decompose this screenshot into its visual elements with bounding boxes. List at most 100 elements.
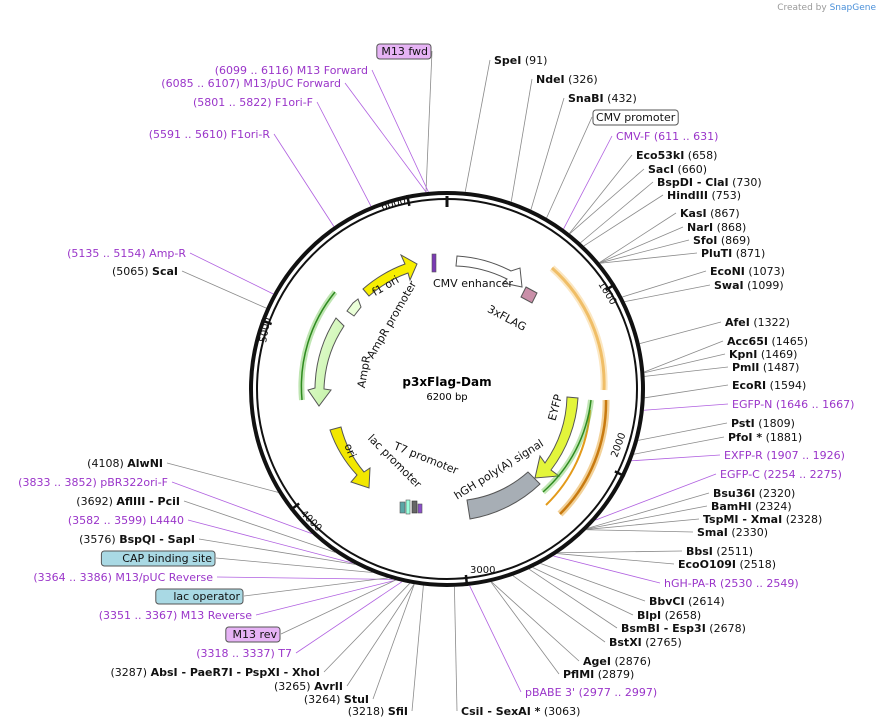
cmv-enhancer-feature[interactable] [455, 255, 523, 288]
site-label-left[interactable]: (6099 .. 6116) M13 Forward [215, 64, 368, 77]
site-label-right[interactable]: EGFP-N (1646 .. 1667) [732, 398, 854, 411]
site-label-right[interactable]: PflMI (2879) [563, 668, 634, 681]
site-label-left[interactable]: (3287) AbsI - PaeR7I - PspXI - XhoI [111, 666, 320, 679]
site-label-right[interactable]: hGH-PA-R (2530 .. 2549) [664, 577, 799, 590]
site-label-left[interactable]: (6085 .. 6107) M13/pUC Forward [161, 77, 341, 90]
ampr-promoter-feature[interactable] [346, 298, 362, 317]
svg-text:(3265) AvrII: (3265) AvrII [274, 680, 343, 693]
leader-line [166, 462, 279, 493]
leader-line [599, 252, 698, 264]
site-label-right[interactable]: BamHI (2324) [711, 500, 792, 513]
site-label-left[interactable]: (3582 .. 3599) L4440 [68, 514, 184, 527]
svg-text:(5065) ScaI: (5065) ScaI [112, 265, 178, 278]
site-label-right[interactable]: SacI (660) [648, 163, 707, 176]
ampr-feature[interactable] [307, 317, 345, 407]
leader-line [587, 492, 710, 529]
site-label-right[interactable]: BbvCI (2614) [649, 595, 725, 608]
site-label-right[interactable]: AfeI (1322) [725, 316, 790, 329]
site-label-right[interactable]: BbsI (2511) [686, 545, 753, 558]
site-label-right[interactable]: SwaI (1099) [714, 279, 784, 292]
svg-text:SnaBI (432): SnaBI (432) [568, 92, 637, 105]
site-label-right[interactable]: Bsu36I (2320) [713, 487, 795, 500]
site-label-right[interactable]: BspDI - ClaI (730) [657, 176, 762, 189]
site-label-right[interactable]: AgeI (2876) [583, 655, 651, 668]
svg-text:pBABE 3' (2977 .. 2997): pBABE 3' (2977 .. 2997) [525, 686, 657, 699]
site-label-left[interactable]: (5065) ScaI [112, 265, 178, 278]
site-label-left[interactable]: (5591 .. 5610) F1ori-R [149, 128, 271, 141]
site-label-right[interactable]: EcoNI (1073) [710, 265, 785, 278]
site-label-left[interactable]: (3265) AvrII [274, 680, 343, 693]
orange-arc-2-line [559, 399, 608, 515]
svg-text:NdeI (326): NdeI (326) [536, 73, 598, 86]
site-label-right[interactable]: PfoI * (1881) [728, 431, 802, 444]
leader-line [586, 518, 700, 530]
leader-line [631, 454, 721, 462]
svg-text:KpnI (1469): KpnI (1469) [729, 348, 797, 361]
site-label-right[interactable]: PluTI (871) [701, 247, 765, 260]
site-label-left[interactable]: (4108) AlwNI [87, 457, 163, 470]
site-label-left[interactable]: M13 fwd [376, 43, 432, 60]
site-label-right[interactable]: SpeI (91) [494, 54, 547, 67]
site-label-right[interactable]: SnaBI (432) [568, 92, 637, 105]
site-label-left[interactable]: (3351 .. 3367) M13 Reverse [99, 609, 252, 622]
site-label-left[interactable]: (3576) BspQI - SapI [79, 533, 195, 546]
site-label-right[interactable]: NdeI (326) [536, 73, 598, 86]
f1ori-feature[interactable] [362, 253, 418, 297]
site-label-right[interactable]: TspMI - XmaI (2328) [703, 513, 822, 526]
site-label-right[interactable]: PmlI (1487) [732, 361, 799, 374]
svg-text:BbvCI (2614): BbvCI (2614) [649, 595, 725, 608]
svg-text:hGH-PA-R (2530 .. 2549): hGH-PA-R (2530 .. 2549) [664, 577, 799, 590]
svg-text:EXFP-R (1907 .. 1926): EXFP-R (1907 .. 1926) [724, 449, 845, 462]
svg-text:(4108) AlwNI: (4108) AlwNI [87, 457, 163, 470]
site-label-left[interactable]: (3218) SfiI [348, 705, 408, 718]
flag-feature[interactable] [520, 286, 538, 304]
site-label-left[interactable]: (5801 .. 5822) F1ori-F [193, 96, 313, 109]
feature-box [225, 626, 281, 643]
site-label-left[interactable]: (3264) StuI [304, 693, 369, 706]
leader-line [490, 581, 560, 675]
site-label-left[interactable]: (5135 .. 5154) Amp-R [67, 247, 186, 260]
leader-line [425, 50, 433, 193]
site-label-right[interactable]: HindIII (753) [667, 189, 741, 202]
site-label-right[interactable]: pBABE 3' (2977 .. 2997) [525, 686, 657, 699]
leader-line [644, 340, 724, 373]
cap-site-mark [405, 499, 411, 515]
site-label-right[interactable]: BstXI (2765) [609, 636, 682, 649]
site-label-right[interactable]: EcoRI (1594) [732, 379, 806, 392]
ori-label: ori [341, 442, 358, 460]
site-label-right[interactable]: CsiI - SexAI * (3063) [461, 705, 580, 718]
site-label-right[interactable]: Acc65I (1465) [727, 335, 808, 348]
svg-text:EGFP-C (2254 .. 2275): EGFP-C (2254 .. 2275) [720, 468, 842, 481]
site-label-left[interactable]: (3318 .. 3337) T7 [196, 647, 292, 660]
site-label-left[interactable]: (3364 .. 3386) M13/pUC Reverse [33, 571, 213, 584]
site-label-left[interactable]: (3692) AflIII - PciI [76, 495, 180, 508]
site-label-right[interactable]: BsmBI - Esp3I (2678) [621, 622, 746, 635]
site-label-right[interactable]: Eco53kI (658) [636, 149, 717, 162]
ori-feature[interactable] [329, 426, 371, 489]
site-label-right[interactable]: CMV-F (611 .. 631) [616, 130, 718, 143]
leader-line [183, 500, 336, 553]
site-label-right[interactable]: EcoO109I (2518) [678, 558, 776, 571]
site-label-right[interactable]: SmaI (2330) [697, 526, 768, 539]
svg-text:BamHI (2324): BamHI (2324) [711, 500, 792, 513]
site-label-right[interactable]: PstI (1809) [731, 417, 795, 430]
svg-text:M13 fwd: M13 fwd [381, 45, 428, 58]
feature-box [376, 43, 432, 60]
site-label-right[interactable]: KasI (867) [680, 207, 740, 220]
site-label-right[interactable]: SfoI (869) [693, 234, 750, 247]
site-label-left[interactable]: M13 rev [225, 626, 281, 643]
site-label-right[interactable]: EXFP-R (1907 .. 1926) [724, 449, 845, 462]
leader-line [181, 270, 267, 309]
site-label-left[interactable]: CAP binding site [100, 550, 216, 567]
site-label-right[interactable]: NarI (868) [687, 221, 746, 234]
site-label-left[interactable]: lac operator [155, 588, 244, 605]
site-label-right[interactable]: BlpI (2658) [637, 609, 701, 622]
site-label-right[interactable]: EGFP-C (2254 .. 2275) [720, 468, 842, 481]
site-label-right[interactable]: CMV promoter [592, 109, 679, 126]
svg-text:SfoI (869): SfoI (869) [693, 234, 750, 247]
site-label-right[interactable]: KpnI (1469) [729, 348, 797, 361]
hgh-feature[interactable] [466, 471, 541, 520]
leader-line [346, 584, 415, 687]
site-label-left[interactable]: (3833 .. 3852) pBR322ori-F [18, 476, 168, 489]
svg-text:lac operator: lac operator [173, 590, 240, 603]
